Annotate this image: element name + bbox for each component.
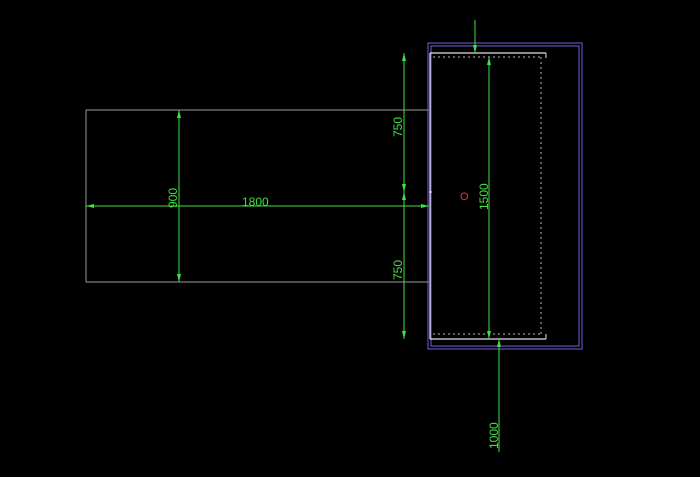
dim-750-arrow-mid-down — [402, 192, 406, 200]
center-marker: O — [460, 191, 469, 203]
top-leader — [473, 20, 477, 53]
top-leader-arrow — [473, 45, 477, 53]
right-frame — [427, 42, 583, 350]
dim-1800-arrow-left — [86, 204, 94, 208]
dim-1800-arrow-right — [421, 204, 429, 208]
dimension-900: 900 — [166, 110, 181, 282]
dim-1500-label: 1500 — [477, 183, 491, 210]
dim-900-arrow-top — [177, 110, 181, 118]
dim-1500-arrow-top — [487, 57, 491, 65]
long-rectangle — [85, 109, 429, 283]
dim-1000-arrow — [497, 339, 501, 347]
dimension-1500: 1500 — [477, 57, 491, 339]
frame-inner-border — [430, 45, 580, 347]
dim-750-bottom-label: 750 — [391, 260, 405, 280]
dim-1500-arrow-bottom — [487, 331, 491, 339]
frame-outer-border — [427, 42, 583, 350]
dim-1800-label: 1800 — [242, 195, 269, 209]
dim-900-arrow-bottom — [177, 274, 181, 282]
right-section-geometry — [429, 52, 547, 340]
dim-750-top-label: 750 — [391, 117, 405, 137]
dim-1000-label: 1000 — [487, 422, 501, 449]
dim-750-arrow-bottom — [402, 331, 406, 339]
dim-750-arrow-top — [402, 53, 406, 61]
dim-750-arrow-mid-up — [402, 184, 406, 192]
dimension-1000: 1000 — [487, 339, 501, 452]
dimension-1800: 1800 — [86, 195, 429, 209]
dimension-750-chain: 750 750 — [391, 53, 406, 339]
dim-900-label: 900 — [166, 188, 180, 208]
